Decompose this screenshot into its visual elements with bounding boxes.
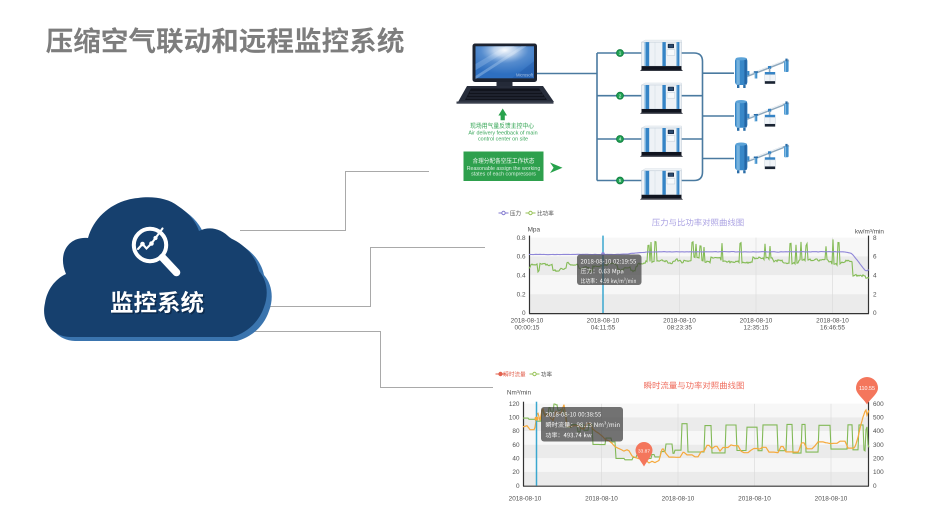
svg-text:20: 20 — [512, 469, 520, 476]
svg-text:0.4: 0.4 — [517, 273, 526, 280]
svg-text:Microsoft: Microsoft — [516, 73, 534, 78]
svg-text:12:35:15: 12:35:15 — [744, 325, 769, 332]
svg-text:500: 500 — [873, 415, 884, 422]
svg-text:2018-08-10: 2018-08-10 — [815, 496, 848, 503]
svg-text:2018-08-10: 2018-08-10 — [738, 496, 771, 503]
svg-text:60: 60 — [512, 442, 520, 449]
svg-text:Nm³/min: Nm³/min — [507, 390, 532, 397]
svg-text:80: 80 — [512, 428, 520, 435]
svg-text:0.2: 0.2 — [517, 291, 526, 298]
svg-text:110.55: 110.55 — [859, 386, 875, 392]
svg-text:4: 4 — [873, 273, 877, 280]
svg-text:120: 120 — [509, 401, 520, 408]
svg-text:600: 600 — [873, 401, 884, 408]
svg-text:2018-08-10: 2018-08-10 — [509, 496, 542, 503]
svg-text:0: 0 — [873, 310, 877, 317]
svg-text:kw/m³/min: kw/m³/min — [855, 229, 885, 236]
svg-text:200: 200 — [873, 456, 884, 463]
svg-text:8: 8 — [873, 235, 877, 242]
svg-text:0: 0 — [873, 483, 877, 490]
svg-text:2: 2 — [619, 93, 622, 98]
svg-text:2: 2 — [873, 291, 877, 298]
svg-text:100: 100 — [509, 415, 520, 422]
svg-text:2018-08-10: 2018-08-10 — [816, 318, 849, 325]
svg-text:2018-08-10: 2018-08-10 — [663, 318, 696, 325]
svg-text:Mpa: Mpa — [528, 227, 541, 234]
svg-text:04:11:55: 04:11:55 — [591, 325, 616, 332]
svg-text:0: 0 — [522, 310, 526, 317]
svg-text:33.87: 33.87 — [638, 448, 650, 454]
svg-text:00:00:15: 00:00:15 — [515, 325, 540, 332]
svg-text:40: 40 — [512, 456, 520, 463]
svg-text:2018-08-10: 2018-08-10 — [740, 318, 773, 325]
svg-text:Air delivery feedback of main: Air delivery feedback of main — [468, 131, 537, 137]
svg-text:0.6: 0.6 — [517, 254, 526, 261]
svg-text:16:46:55: 16:46:55 — [820, 325, 845, 332]
svg-text:300: 300 — [873, 442, 884, 449]
svg-text:Reasonable assign the working: Reasonable assign the working — [467, 166, 541, 172]
svg-text:08:23:35: 08:23:35 — [667, 325, 692, 332]
svg-text:control center on site: control center on site — [478, 136, 528, 142]
svg-text:100: 100 — [873, 469, 884, 476]
svg-text:6: 6 — [873, 254, 877, 261]
svg-text:states of each compressors: states of each compressors — [471, 171, 536, 177]
svg-text:0: 0 — [516, 483, 520, 490]
svg-text:2018-08-10: 2018-08-10 — [511, 318, 544, 325]
svg-text:1: 1 — [619, 51, 622, 56]
svg-text:5: 5 — [619, 178, 622, 183]
svg-text:2018-08-10: 2018-08-10 — [587, 318, 620, 325]
svg-text:4: 4 — [619, 137, 622, 142]
svg-text:2018-08-10: 2018-08-10 — [662, 496, 695, 503]
svg-text:400: 400 — [873, 428, 884, 435]
svg-text:2018-08-10: 2018-08-10 — [585, 496, 618, 503]
svg-text:0.8: 0.8 — [517, 235, 526, 242]
